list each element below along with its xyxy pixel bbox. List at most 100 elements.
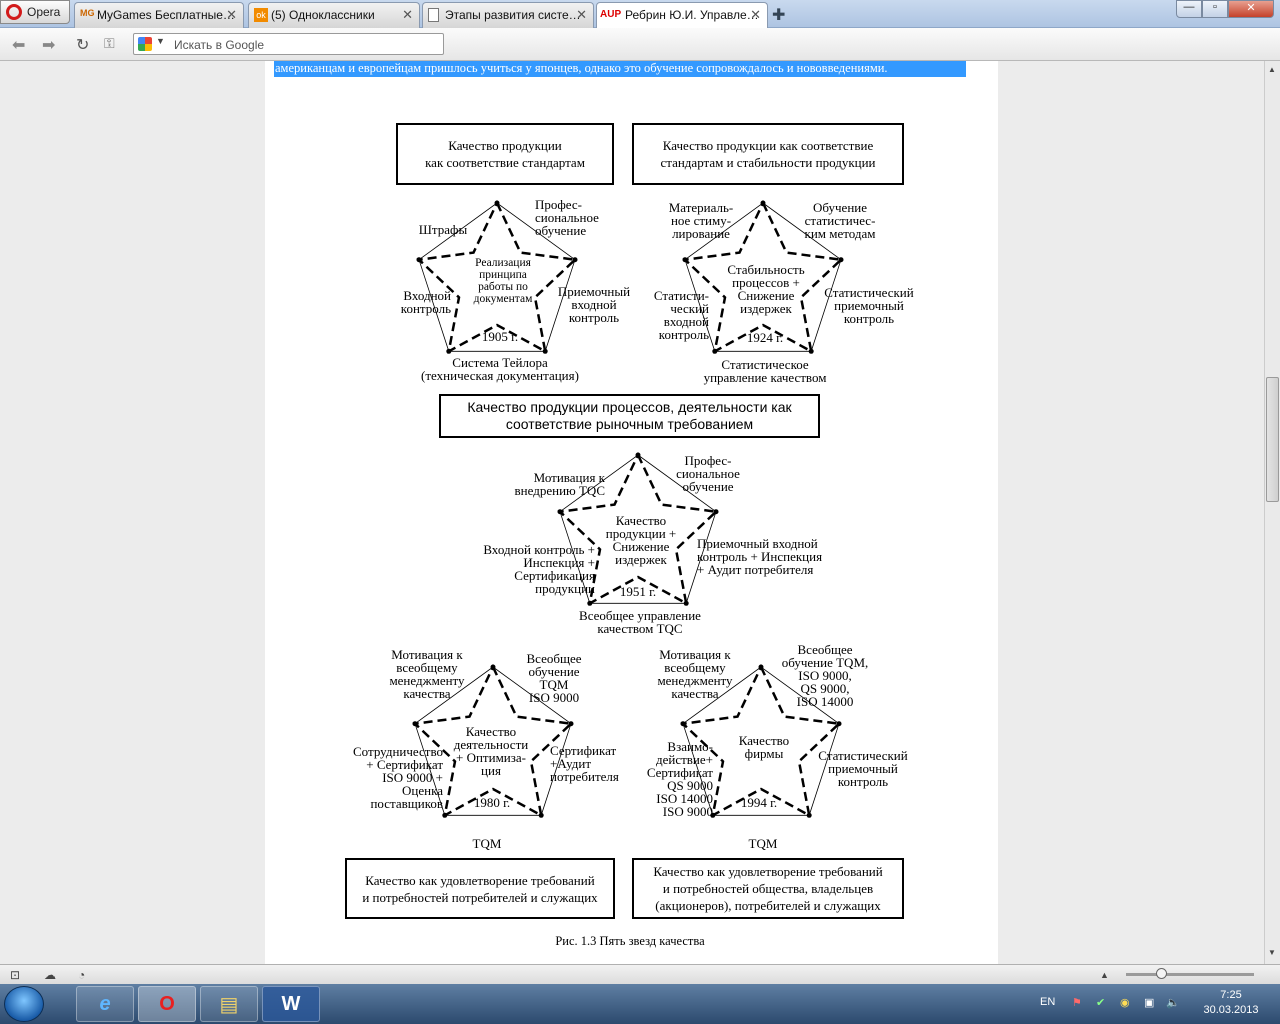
tab-mygames[interactable]: MG MyGames Бесплатные… ✕ — [74, 2, 244, 28]
star-4-vertex-5 — [412, 721, 418, 727]
star-1-vertex-3 — [542, 348, 548, 354]
star5-right: Статистический приемочный контроль — [818, 748, 908, 789]
chevron-down-icon[interactable]: ▼ — [156, 36, 165, 46]
star-1-vertex-1 — [494, 200, 500, 206]
star-outline-1 — [416, 200, 578, 354]
star2-top-left: Материаль- ное стиму- лирование — [668, 200, 734, 241]
security-icon[interactable]: ✔ — [1096, 997, 1106, 1009]
star-3-vertex-5 — [557, 509, 563, 515]
star-4-vertex-4 — [442, 812, 448, 818]
language-indicator[interactable]: EN — [1040, 996, 1056, 1008]
back-arrow-icon[interactable]: ⬅ — [12, 37, 26, 54]
vertical-scrollbar[interactable]: ▲ ▼ — [1264, 61, 1280, 964]
new-tab-icon[interactable]: ✚ — [772, 7, 786, 24]
opera-taskbar-icon[interactable]: O — [138, 986, 196, 1022]
box-text: Качество как удовлетворение требований и… — [362, 872, 598, 905]
star-outline-3 — [557, 452, 719, 606]
zoom-slider[interactable] — [1126, 968, 1254, 979]
network-app-icon[interactable]: ◉ — [1120, 997, 1130, 1009]
page-viewport: американцам и европейцам пришлось учитьс… — [0, 61, 1264, 964]
mygames-favicon-icon: MG — [80, 8, 95, 18]
speed-dial-icon[interactable]: ◔ — [78, 968, 86, 982]
reload-icon[interactable]: ↻ — [76, 37, 90, 54]
star5-left: Взаимо- действие+ Сертификат QS 9000 ISO… — [646, 739, 713, 819]
windows-taskbar: e O ▤ W EN ⚑ ✔ ◉ ▣ 🔈 7:25 30.03.2013 — [0, 984, 1280, 1024]
box-text: Качество как удовлетворение требований и… — [653, 864, 883, 913]
scrollbar-thumb[interactable] — [1266, 377, 1279, 502]
search-input[interactable]: ▼ Искать в Google — [133, 33, 444, 55]
star3-bottom: Всеобщее управление качеством TQC — [579, 608, 701, 636]
tab-label: (5) Одноклассники — [271, 8, 375, 22]
star-3-vertex-2 — [713, 509, 719, 515]
close-tab-icon[interactable]: ✕ — [226, 7, 237, 22]
close-tab-icon[interactable]: ✕ — [750, 7, 761, 22]
status-bar: ⊡ ☁ ◔ ▲ — [0, 964, 1280, 984]
star3-center: Качество продукции + Снижение издержек — [605, 513, 677, 567]
maximize-button[interactable]: ▫ — [1202, 0, 1228, 18]
opera-menu-button[interactable]: Opera — [0, 0, 70, 24]
cloud-icon[interactable]: ☁ — [44, 968, 56, 982]
word-icon[interactable]: W — [262, 986, 320, 1022]
close-tab-icon[interactable]: ✕ — [402, 7, 413, 22]
scroll-up-icon[interactable]: ▲ — [1268, 65, 1276, 74]
star4-left: Сотрудничество + Сертификат ISO 9000 + О… — [352, 744, 443, 811]
star4-bottom: TQM — [472, 836, 502, 851]
star-4-vertex-1 — [490, 664, 496, 670]
system-clock[interactable]: 7:25 30.03.2013 — [1196, 988, 1266, 1018]
panel-toggle-icon[interactable]: ⊡ — [10, 968, 21, 982]
box-quality-stability: Качество продукции как соответствие стан… — [632, 123, 904, 185]
key-icon[interactable]: ⚿ — [104, 35, 115, 51]
box-text: Качество продукции как соответствие стан… — [425, 138, 585, 170]
tab-etapy[interactable]: Этапы развития систе… ✕ — [422, 2, 594, 28]
star-4-vertex-2 — [568, 721, 574, 727]
close-window-button[interactable]: ✕ — [1228, 0, 1274, 18]
scroll-down-icon[interactable]: ▼ — [1268, 948, 1276, 957]
star5-top-right: Всеобщее обучение TQM, ISO 9000, QS 9000… — [781, 642, 869, 709]
flag-icon[interactable]: ⚑ — [1072, 997, 1082, 1009]
star2-left: Статисти- ческий входной контроль — [653, 288, 709, 342]
star-1-vertex-5 — [416, 257, 422, 263]
opera-logo-icon — [6, 4, 22, 20]
search-placeholder: Искать в Google — [174, 38, 265, 52]
opera-menu-label: Opera — [27, 5, 61, 19]
star4-center: Качество деятельности + Оптимиза- ция — [453, 724, 529, 778]
explorer-folder-icon[interactable]: ▤ — [200, 986, 258, 1022]
box-quality-society: Качество как удовлетворение требований и… — [632, 858, 904, 919]
figure-caption: Рис. 1.3 Пять звезд качества — [555, 934, 705, 948]
star5-bottom: TQM — [748, 836, 778, 851]
tab-bar: Opera MG MyGames Бесплатные… ✕ ok (5) Од… — [0, 0, 1280, 29]
star-5-vertex-3 — [806, 812, 812, 818]
star-pentagon-5 — [682, 666, 840, 816]
internet-explorer-icon[interactable]: e — [76, 986, 134, 1022]
star3-right: Приемочный входной контроль + Инспекция … — [697, 536, 823, 577]
star2-year: 1924 г. — [746, 330, 784, 345]
star4-top-left: Мотивация к всеобщему менеджменту качест… — [389, 647, 465, 701]
network-icon[interactable]: ▣ — [1144, 997, 1155, 1009]
star-2-vertex-2 — [838, 257, 844, 263]
forward-arrow-icon[interactable]: ➡ — [42, 37, 56, 54]
aup-favicon-icon: AUP — [600, 9, 622, 20]
tab-odnoklassniki[interactable]: ok (5) Одноклассники ✕ — [248, 2, 420, 28]
zoom-slider-knob[interactable] — [1156, 968, 1167, 979]
zoom-arrow-icon[interactable]: ▲ — [1100, 970, 1109, 980]
selected-text[interactable]: американцам и европейцам пришлось учитьс… — [274, 61, 966, 77]
star5-center: Качество фирмы — [738, 733, 790, 761]
start-button[interactable] — [4, 986, 44, 1022]
star-2-vertex-4 — [712, 348, 718, 354]
star-pentagon-1 — [418, 202, 576, 352]
star-1-vertex-4 — [446, 348, 452, 354]
tab-label: MyGames Бесплатные… — [97, 8, 235, 22]
tab-rebrin[interactable]: AUP Ребрин Ю.И. Управле… ✕ — [596, 2, 768, 29]
volume-icon[interactable]: 🔈 — [1166, 997, 1180, 1009]
minimize-button[interactable]: — — [1176, 0, 1202, 18]
close-tab-icon[interactable]: ✕ — [576, 7, 587, 22]
star-3-vertex-3 — [683, 600, 689, 606]
star3-top-right: Профес- сиональное обучение — [676, 453, 740, 494]
star-3-vertex-4 — [587, 600, 593, 606]
star-4-vertex-3 — [538, 812, 544, 818]
star-outline-2 — [682, 200, 844, 354]
tab-label: Этапы развития систе… — [445, 8, 581, 22]
star1-right: Приемочный входной контроль — [557, 284, 631, 325]
star1-top-right: Профес- сиональное обучение — [535, 197, 599, 238]
star2-right: Статистический приемочный контроль — [824, 285, 914, 326]
